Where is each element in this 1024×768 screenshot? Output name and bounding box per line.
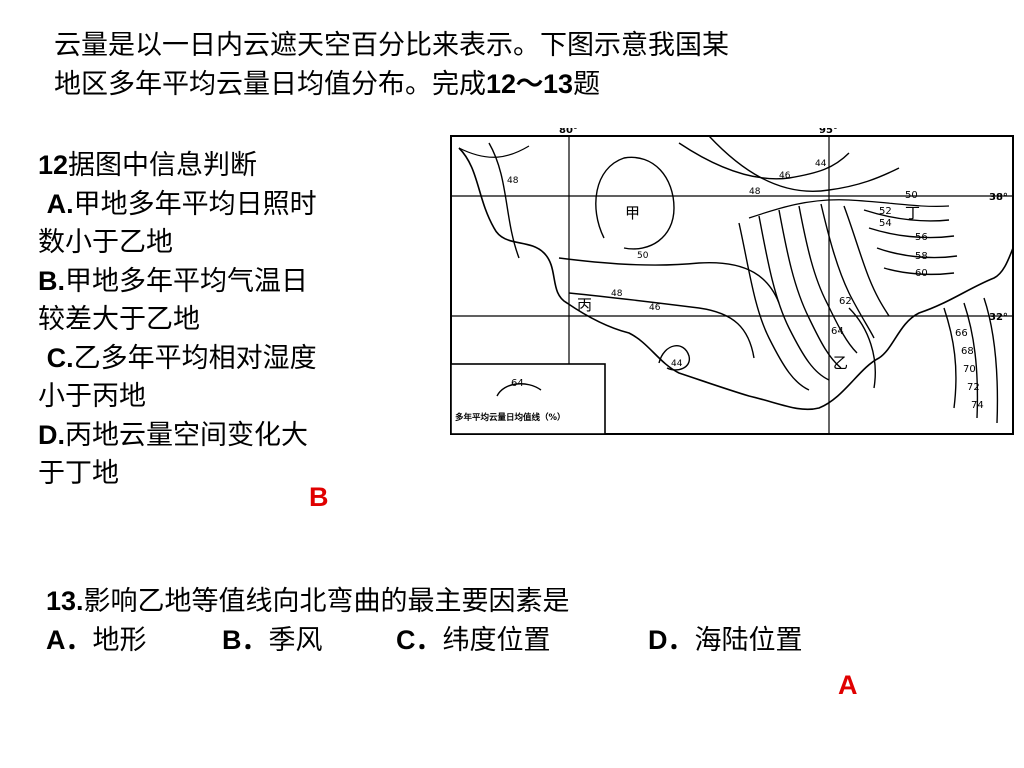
question-13-choice-a: A．地形 (46, 625, 147, 656)
contour-label: 44 (815, 159, 827, 169)
contour-label: 48 (749, 187, 761, 197)
contour-label: 44 (671, 359, 683, 369)
contour-label: 60 (915, 268, 928, 279)
contour-label: 50 (637, 251, 649, 261)
contour-label: 70 (963, 364, 976, 375)
question-13-choice-b: B．季风 (222, 625, 323, 656)
place-label-yi: 乙 (833, 354, 848, 372)
question-12-answer: B (309, 482, 329, 512)
question-13-choice-d: D．海陆位置 (648, 625, 803, 656)
question-12-option-a-cont: 数小于乙地 (38, 227, 173, 258)
contour-label: 68 (961, 346, 974, 357)
legend-caption: 多年平均云量日均值线（%） (455, 412, 566, 423)
question-12-number: 12 (38, 150, 69, 180)
contour-label: 46 (779, 171, 791, 181)
question-12-option-d-cont: 于丁地 (38, 458, 119, 489)
place-label-ding: 丁 (905, 204, 920, 222)
cloud-cover-contour-map: 80° 95° 38° 32° 甲 丙 乙 丁 48 44 46 48 50 5… (450, 128, 1014, 435)
contour-label: 46 (649, 303, 661, 313)
contour-label: 64 (831, 326, 844, 337)
contour-label: 48 (611, 289, 623, 299)
contour-label: 66 (955, 328, 968, 339)
contour-label: 50 (905, 190, 918, 201)
intro-line-1: 云量是以一日内云遮天空百分比来表示。下图示意我国某 (54, 30, 729, 61)
intro-line-2: 地区多年平均云量日均值分布。完成12～13题 (54, 69, 601, 100)
contour-label: 56 (915, 232, 928, 243)
question-12-option-a: A.甲地多年平均日照时 (46, 189, 317, 220)
lat-label-32: 32° (989, 312, 1008, 323)
question-12-option-b-cont: 较差大于乙地 (38, 304, 200, 335)
contour-label: 48 (507, 176, 519, 186)
contour-label: 58 (915, 251, 928, 262)
question-13-stem: 13.影响乙地等值线向北弯曲的最主要因素是 (46, 586, 570, 617)
question-12-option-c-cont: 小于丙地 (38, 381, 146, 412)
question-13-choice-c: C．纬度位置 (396, 625, 551, 656)
question-12-option-b: B.甲地多年平均气温日 (38, 266, 308, 297)
contour-label: 52 (879, 206, 892, 217)
question-range: 12～13 (486, 69, 574, 99)
question-12-stem: 12据图中信息判断 (38, 150, 258, 181)
question-13-number: 13. (46, 586, 84, 616)
lat-label-38: 38° (989, 192, 1008, 203)
question-13-choices: A．地形 B．季风 C．纬度位置 D．海陆位置 (46, 621, 803, 660)
question-12: 12据图中信息判断 A.甲地多年平均日照时 数小于乙地 B.甲地多年平均气温日 … (38, 146, 317, 493)
question-12-option-d: D.丙地云量空间变化大 (38, 420, 308, 451)
place-label-bing: 丙 (577, 296, 592, 314)
lon-label-80: 80° (559, 128, 578, 136)
contour-label: 72 (967, 382, 980, 393)
contour-label: 74 (971, 400, 984, 411)
intro-paragraph: 云量是以一日内云遮天空百分比来表示。下图示意我国某 地区多年平均云量日均值分布。… (54, 27, 729, 104)
place-label-jia: 甲 (625, 204, 640, 222)
question-13-answer: A (838, 670, 858, 700)
question-13: 13.影响乙地等值线向北弯曲的最主要因素是 A．地形 B．季风 C．纬度位置 D．海陆… (46, 582, 803, 660)
question-12-option-c: C.乙多年平均相对湿度 (46, 343, 317, 374)
contour-label: 54 (879, 218, 892, 229)
contour-label: 62 (839, 296, 852, 307)
lon-label-95: 95° (819, 128, 838, 136)
legend-sample-value: 64 (511, 378, 524, 389)
